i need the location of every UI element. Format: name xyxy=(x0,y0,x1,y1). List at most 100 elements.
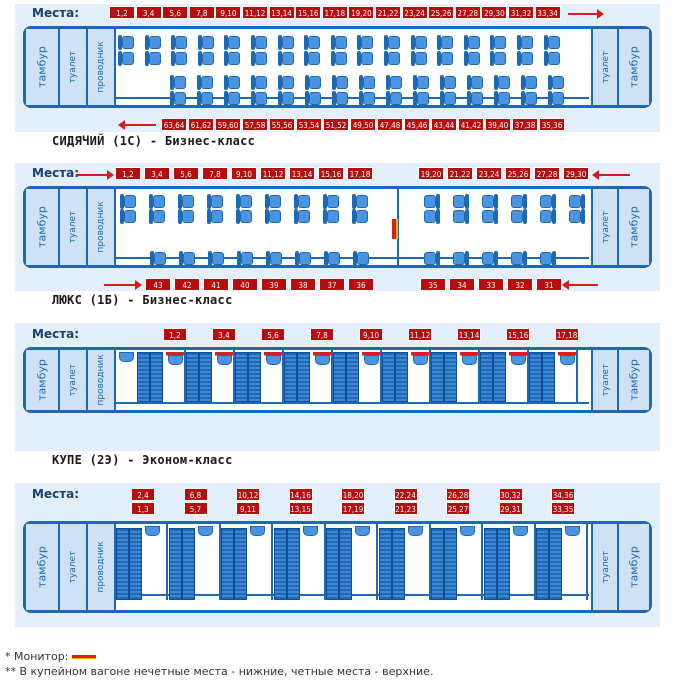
car-lux: тамбур туалет проводник туалет тамбур xyxy=(23,186,652,268)
seat-number-badge[interactable]: 29,30 xyxy=(563,167,589,180)
seat-number-badge[interactable]: 55,56 xyxy=(269,118,295,131)
seat-number-badge[interactable]: 33 xyxy=(478,278,504,291)
seat-number-badge[interactable]: 37,38 xyxy=(512,118,538,131)
seat-number-badge[interactable]: 23,24 xyxy=(401,6,428,19)
seat-number-badge[interactable]: 10,12 xyxy=(236,488,260,501)
seat-number-badge[interactable]: 23,24 xyxy=(476,167,502,180)
seat-number-badge[interactable]: 5,7 xyxy=(183,502,208,515)
seat-number-badge[interactable]: 43,44 xyxy=(431,118,457,131)
seat-number-badge[interactable]: 41,42 xyxy=(458,118,484,131)
seat-number-badge[interactable]: 29,30 xyxy=(481,6,508,19)
seat-number-badge[interactable]: 17,19 xyxy=(341,502,365,515)
seat-number-badge[interactable]: 34 xyxy=(449,278,475,291)
seat-number-badge[interactable]: 2,4 xyxy=(131,488,155,501)
tambur-label: тамбур xyxy=(627,546,641,588)
seat-icon xyxy=(224,75,240,90)
seat-number-badge[interactable]: 49,50 xyxy=(350,118,376,131)
berth-upper xyxy=(378,528,392,600)
seat-icon xyxy=(540,251,556,266)
seat-number-badge[interactable]: 53,54 xyxy=(296,118,322,131)
seat-number-badge[interactable]: 27,28 xyxy=(454,6,481,19)
seat-number-badge[interactable]: 3,4 xyxy=(212,328,236,341)
seat-number-badge[interactable]: 25,26 xyxy=(428,6,455,19)
seat-number-badge[interactable]: 9,10 xyxy=(359,328,383,341)
seat-number-badge[interactable]: 5,6 xyxy=(162,6,189,19)
seat-number-badge[interactable]: 14,16 xyxy=(288,488,313,501)
seat-number-badge[interactable]: 13,14 xyxy=(268,6,295,19)
seat-number-badge[interactable]: 31 xyxy=(536,278,562,291)
seat-number-badge[interactable]: 22,24 xyxy=(393,488,418,501)
seat-icon xyxy=(543,51,560,66)
seat-number-badge[interactable]: 35 xyxy=(420,278,446,291)
seat-number-badge[interactable]: 26,28 xyxy=(446,488,470,501)
seat-number-badge[interactable]: 13,14 xyxy=(289,167,315,180)
seat-number-badge[interactable]: 25,26 xyxy=(505,167,531,180)
seat-number-badge[interactable]: 36 xyxy=(348,278,374,291)
seat-number-badge[interactable]: 7,8 xyxy=(202,167,228,180)
seat-number-badge[interactable]: 7,8 xyxy=(188,6,215,19)
seat-icon xyxy=(277,35,294,50)
seat-number-badge[interactable]: 3,4 xyxy=(144,167,170,180)
seat-number-badge[interactable]: 63,64 xyxy=(161,118,187,131)
car-floor-line xyxy=(116,594,589,596)
seat-number-badge[interactable]: 9,10 xyxy=(231,167,257,180)
seat-number-badge[interactable]: 1,2 xyxy=(109,6,135,19)
seat-number-badge[interactable]: 43 xyxy=(145,278,171,291)
seat-number-badge[interactable]: 9,11 xyxy=(236,502,260,515)
seat-number-badge[interactable]: 32 xyxy=(507,278,533,291)
seat-number-badge[interactable]: 33,34 xyxy=(534,6,561,19)
seat-number-badge[interactable]: 17,18 xyxy=(347,167,373,180)
seat-number-badge[interactable]: 11,12 xyxy=(242,6,268,19)
seat-number-badge[interactable]: 33,35 xyxy=(551,502,575,515)
seat-number-badge[interactable]: 42 xyxy=(174,278,200,291)
seat-number-badge[interactable]: 61,62 xyxy=(188,118,214,131)
seat-number-badge[interactable]: 5,6 xyxy=(173,167,199,180)
seat-number-badge[interactable]: 38 xyxy=(290,278,316,291)
seat-number-badge[interactable]: 59,60 xyxy=(215,118,241,131)
seat-number-badge[interactable]: 13,14 xyxy=(457,328,481,341)
seat-number-badge[interactable]: 11,12 xyxy=(260,167,286,180)
seat-number-badge[interactable]: 9,10 xyxy=(215,6,242,19)
seat-number-badge[interactable]: 25,27 xyxy=(446,502,470,515)
seat-number-badge[interactable]: 40 xyxy=(232,278,258,291)
seat-number-badge[interactable]: 19,20 xyxy=(348,6,375,19)
seat-number-badge[interactable]: 3,4 xyxy=(135,6,162,19)
tambur-label: тамбур xyxy=(627,359,641,401)
seat-number-badge[interactable]: 13,15 xyxy=(288,502,313,515)
seat-number-badge[interactable]: 34,36 xyxy=(551,488,575,501)
seat-number-badge[interactable]: 45,46 xyxy=(404,118,430,131)
window-table xyxy=(119,352,134,362)
seat-number-badge[interactable]: 15,16 xyxy=(506,328,530,341)
seat-number-badge[interactable]: 18,20 xyxy=(341,488,365,501)
seat-number-badge[interactable]: 17,18 xyxy=(321,6,348,19)
seat-number-badge[interactable]: 15,16 xyxy=(318,167,344,180)
seat-number-badge[interactable]: 5,6 xyxy=(261,328,285,341)
seat-number-badge[interactable]: 51,52 xyxy=(323,118,349,131)
seat-number-badge[interactable]: 17,18 xyxy=(555,328,579,341)
seat-number-badge[interactable]: 21,22 xyxy=(375,6,401,19)
seat-number-badge[interactable]: 47,48 xyxy=(377,118,403,131)
seat-icon xyxy=(170,91,186,106)
seat-number-badge[interactable]: 1,3 xyxy=(131,502,155,515)
seat-number-badge[interactable]: 37 xyxy=(319,278,345,291)
seat-number-badge[interactable]: 39 xyxy=(261,278,287,291)
seat-number-badge[interactable]: 11,12 xyxy=(408,328,432,341)
seat-number-badge[interactable]: 1,2 xyxy=(115,167,141,180)
seat-number-badge[interactable]: 19,20 xyxy=(418,167,444,180)
seat-number-badge[interactable]: 7,8 xyxy=(310,328,334,341)
seat-number-badge[interactable]: 41 xyxy=(203,278,229,291)
compartment-partition xyxy=(380,350,382,402)
seat-number-badge[interactable]: 35,36 xyxy=(539,118,565,131)
seat-number-badge[interactable]: 57,58 xyxy=(242,118,268,131)
seat-number-badge[interactable]: 1,2 xyxy=(163,328,187,341)
toilet-left: туалет xyxy=(60,189,88,265)
seat-number-badge[interactable]: 29,31 xyxy=(498,502,523,515)
seat-number-badge[interactable]: 21,22 xyxy=(447,167,473,180)
seat-number-badge[interactable]: 30,32 xyxy=(498,488,523,501)
seat-number-badge[interactable]: 31,32 xyxy=(508,6,534,19)
seat-number-badge[interactable]: 6,8 xyxy=(183,488,208,501)
seat-number-badge[interactable]: 39,40 xyxy=(485,118,511,131)
seat-number-badge[interactable]: 15,16 xyxy=(295,6,322,19)
seat-number-badge[interactable]: 27,28 xyxy=(534,167,560,180)
seat-number-badge[interactable]: 21,23 xyxy=(393,502,418,515)
